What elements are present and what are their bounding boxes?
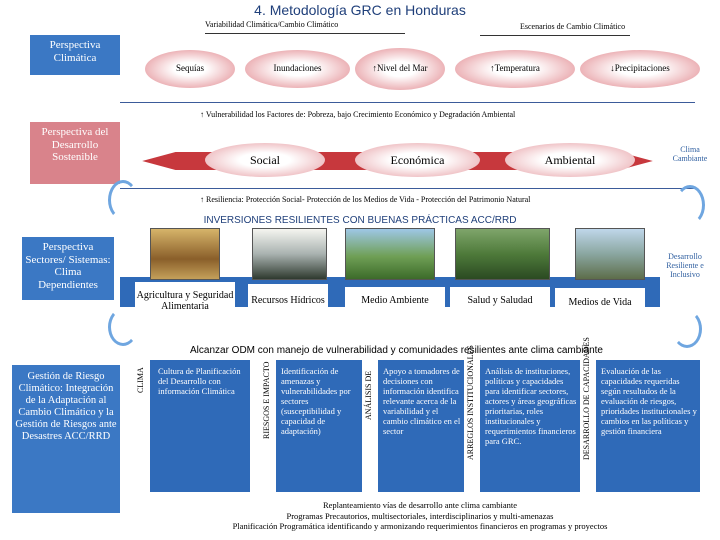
health-photo — [455, 228, 550, 280]
perspective-climatic: Perspectiva Climática — [30, 35, 120, 75]
sector-agriculture: Agricultura y Seguridad Alimentaria — [135, 282, 235, 320]
climate-ellipse-temperature: ↑Temperatura — [455, 50, 575, 88]
column-box-3 — [480, 360, 580, 492]
perspective-sectors: Perspectiva Sectores/ Sistemas: Clima De… — [22, 237, 114, 300]
sector-livelihoods: Medios de Vida — [555, 288, 645, 318]
column-header-4: DESARROLLO DE CAPACIDADES — [582, 337, 591, 460]
dimension-environmental: Ambiental — [505, 143, 635, 177]
column-text-4: Evaluación de las capacidades requeridas… — [601, 366, 697, 437]
divider-line-2 — [120, 188, 695, 189]
cycle-arrow-right — [675, 185, 705, 225]
variability-label: Variabilidad Climática/Cambio Climático — [205, 20, 339, 29]
climate-ellipse-sea-level: ↑Nivel del Mar — [355, 48, 445, 90]
climate-ellipse-droughts: Sequías — [145, 50, 235, 88]
agriculture-photo — [150, 228, 220, 280]
resilience-text: ↑ Resiliencia: Protección Social- Protec… — [200, 195, 531, 204]
climate-ellipse-precipitation: ↓Precipitaciones — [580, 50, 700, 88]
dimension-social: Social — [205, 143, 325, 177]
environment-photo — [345, 228, 435, 280]
column-box-0 — [150, 360, 250, 492]
footer-line-2: Planificación Programática identificando… — [232, 521, 608, 532]
footer-block: Replanteamiento vías de desarrollo ante … — [120, 500, 720, 532]
perspective-risk: Gestión de Riesgo Climático: Integración… — [12, 365, 120, 513]
cycle-arrow-left — [108, 180, 138, 220]
cycle-arrow-left-bottom — [108, 308, 138, 346]
water-resources-photo — [252, 228, 327, 280]
scenarios-label: Escenarios de Cambio Climático — [520, 22, 626, 31]
page-title: 4. Metodología GRC en Honduras — [254, 2, 466, 18]
dimension-economic: Económica — [355, 143, 480, 177]
sector-environment: Medio Ambiente — [345, 287, 445, 315]
column-text-1: Identificación de amenazas y vulnerabili… — [281, 366, 351, 437]
column-text-3: Análisis de instituciones, políticas y c… — [485, 366, 577, 447]
footer-line-0: Replanteamiento vías de desarrollo ante … — [322, 500, 517, 510]
divider-line — [120, 102, 695, 103]
resilient-development-label: Desarrollo Resiliente e Inclusivo — [666, 252, 704, 279]
footer-line-1: Programas Precautorios, multisectoriales… — [286, 510, 554, 521]
column-header-2: ANÁLISIS DE — [364, 370, 373, 420]
vulnerability-text: ↑ Vulnerabilidad los Factores de: Pobrez… — [200, 110, 516, 119]
investments-title: INVERSIONES RESILIENTES CON BUENAS PRÁCT… — [203, 215, 517, 226]
column-text-0: Cultura de Planificación del Desarrollo … — [158, 366, 241, 397]
column-header-0: CLIMA — [136, 367, 145, 393]
column-box-2 — [378, 360, 464, 492]
column-box-4 — [596, 360, 700, 492]
cycle-arrow-right-bottom — [672, 310, 702, 348]
livelihoods-photo — [575, 228, 645, 280]
column-header-1: RIESGOS E IMPACTO — [262, 361, 271, 439]
column-text-2: Apoyo a tomadores de decisiones con info… — [383, 366, 461, 437]
variability-bracket — [205, 33, 405, 34]
climate-change-label: Clima Cambiante — [672, 145, 708, 163]
column-header-3: ARREGLOS INSTITUCIONALES — [466, 345, 475, 460]
sector-water: Recursos Hídricos — [248, 284, 328, 318]
column-box-1 — [276, 360, 362, 492]
scenarios-bracket — [480, 35, 630, 36]
odm-text: Alcanzar ODM con manejo de vulnerabilida… — [190, 345, 603, 356]
sector-health: Salud y Saludad — [450, 287, 550, 315]
climate-ellipse-floods: Inundaciones — [245, 50, 350, 88]
perspective-sustainable: Perspectiva del Desarrollo Sostenible — [30, 122, 120, 184]
